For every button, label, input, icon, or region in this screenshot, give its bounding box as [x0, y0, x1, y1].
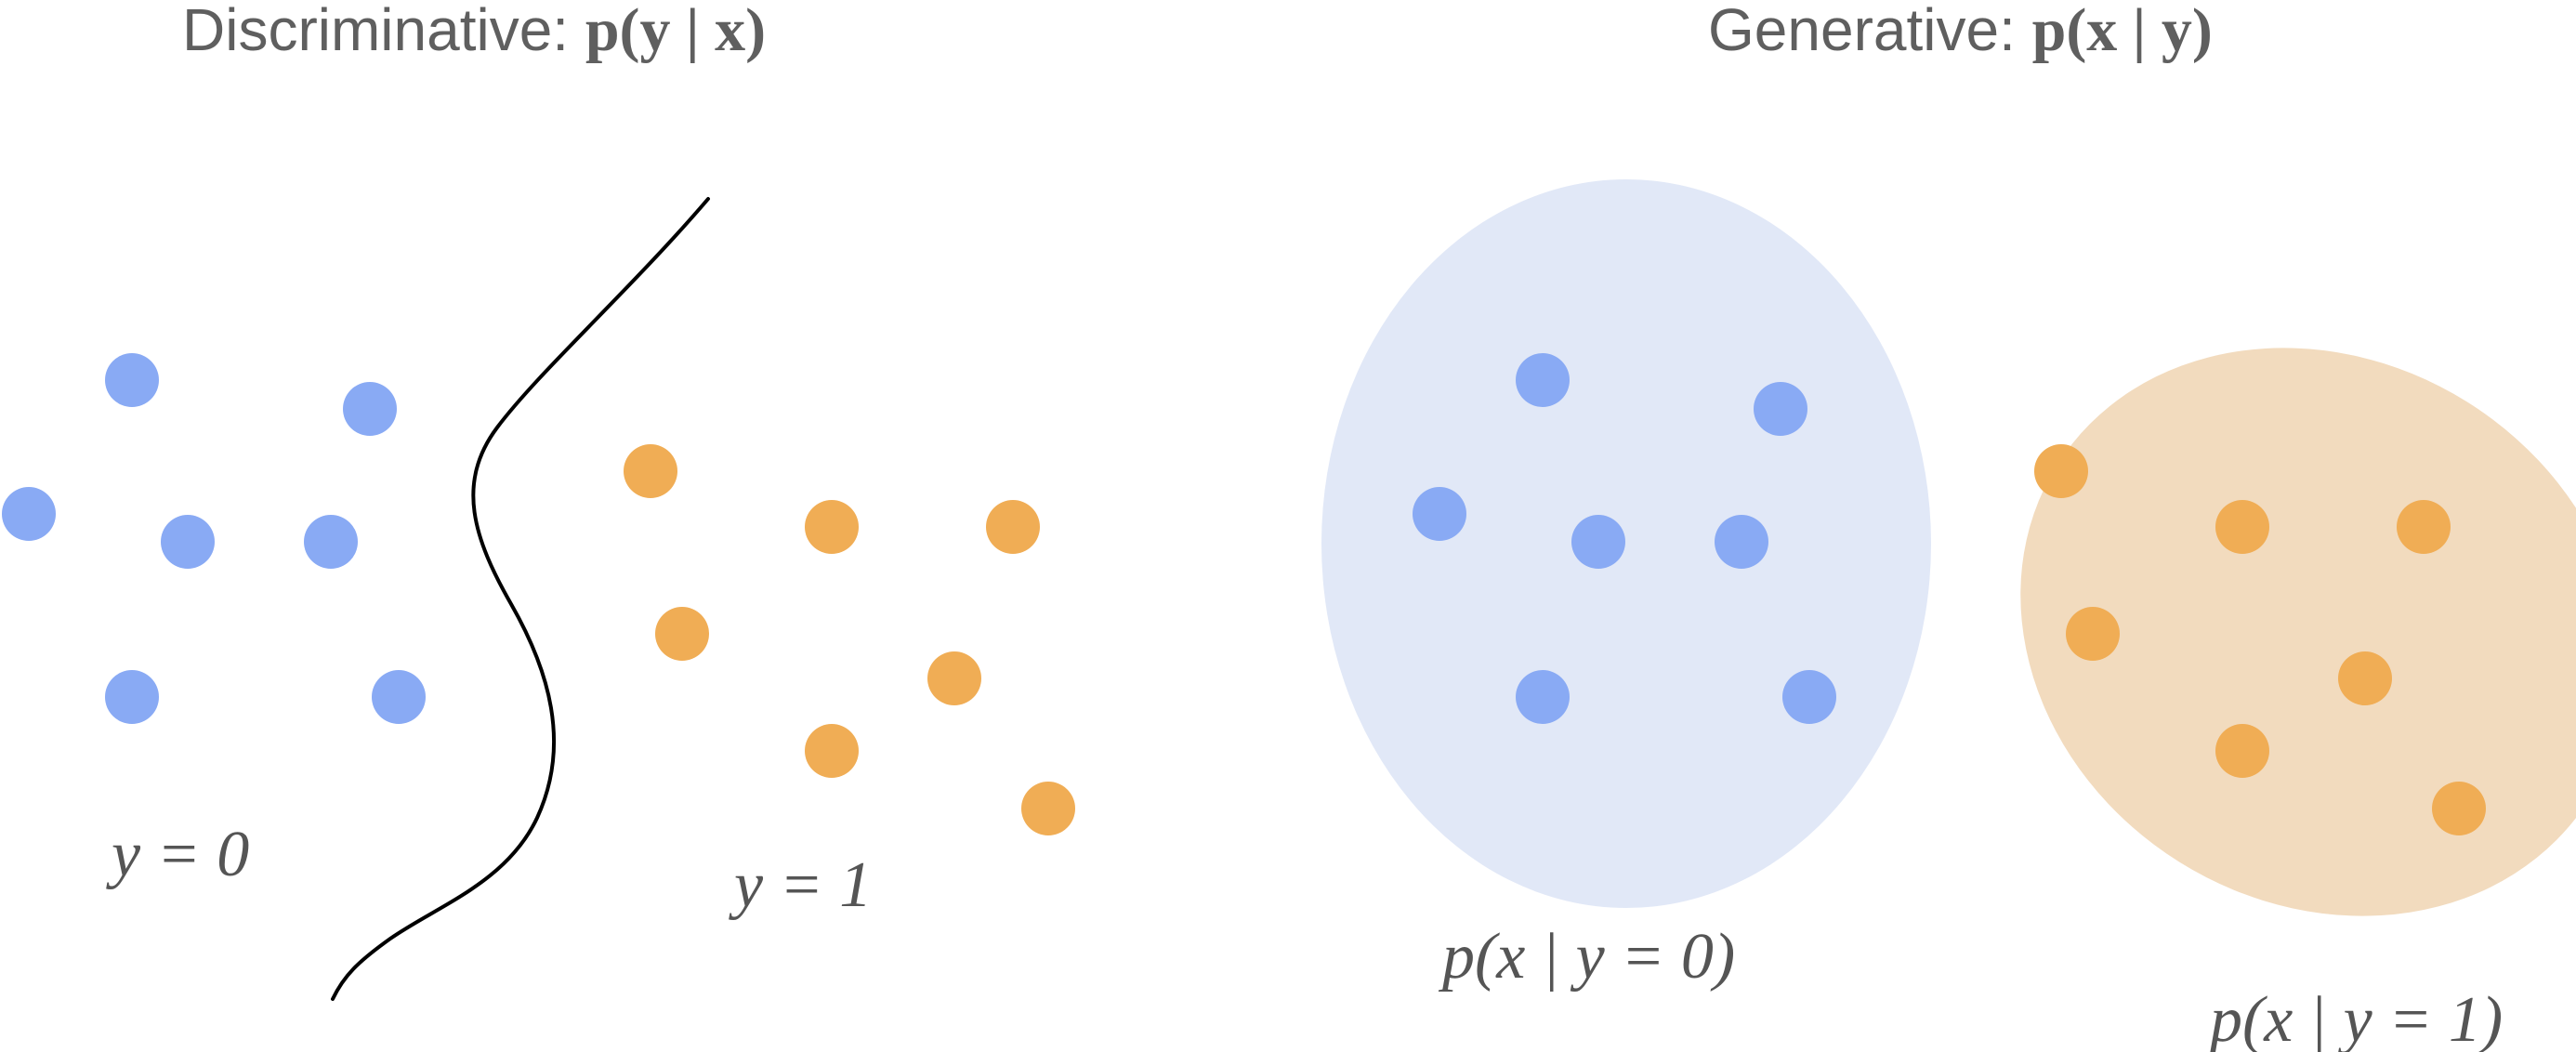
data-point [2034, 444, 2088, 498]
generative-title-text: Generative: [1708, 0, 2032, 63]
data-point [304, 515, 358, 569]
data-point [161, 515, 215, 569]
discriminative-title-formula: p(y | x) [585, 0, 767, 64]
data-point [2, 487, 56, 541]
data-point [1715, 515, 1768, 569]
data-point [2397, 500, 2451, 554]
data-point [655, 607, 709, 661]
data-point [105, 353, 159, 407]
data-point [805, 500, 859, 554]
data-point [1021, 782, 1075, 835]
generative-class0-label: p(x | y = 0) [1438, 921, 1735, 993]
data-point [986, 500, 1040, 554]
data-point [2215, 724, 2269, 778]
data-point [805, 724, 859, 778]
decision-boundary [331, 197, 710, 1001]
generative-class1-label: p(x | y = 1) [2205, 984, 2503, 1052]
data-point [1413, 487, 1466, 541]
discriminative-class1-points [624, 444, 1075, 835]
discriminative-class0-points [2, 353, 426, 724]
data-point [2338, 651, 2392, 705]
discriminative-title: Discriminative: p(y | x) [182, 0, 766, 66]
discriminative-class0-label: y = 0 [106, 819, 249, 890]
data-point [1754, 382, 1807, 436]
class0-region [1321, 179, 1931, 908]
data-point [105, 670, 159, 724]
generative-class1-points [2034, 444, 2486, 835]
data-point [2215, 500, 2269, 554]
data-point [372, 670, 426, 724]
data-point [1571, 515, 1625, 569]
generative-title-formula: p(x | y) [2031, 0, 2213, 64]
generative-class0-points [1413, 353, 1836, 724]
class1-region [2020, 348, 2576, 916]
data-point [2432, 782, 2486, 835]
data-point [1516, 670, 1570, 724]
data-point [927, 651, 981, 705]
data-point [2066, 607, 2120, 661]
discriminative-title-text: Discriminative: [182, 0, 585, 63]
data-point [343, 382, 397, 436]
data-point [624, 444, 677, 498]
data-point [1516, 353, 1570, 407]
discriminative-class1-label: y = 1 [729, 849, 872, 921]
data-point [1782, 670, 1836, 724]
generative-title: Generative: p(x | y) [1708, 0, 2213, 66]
